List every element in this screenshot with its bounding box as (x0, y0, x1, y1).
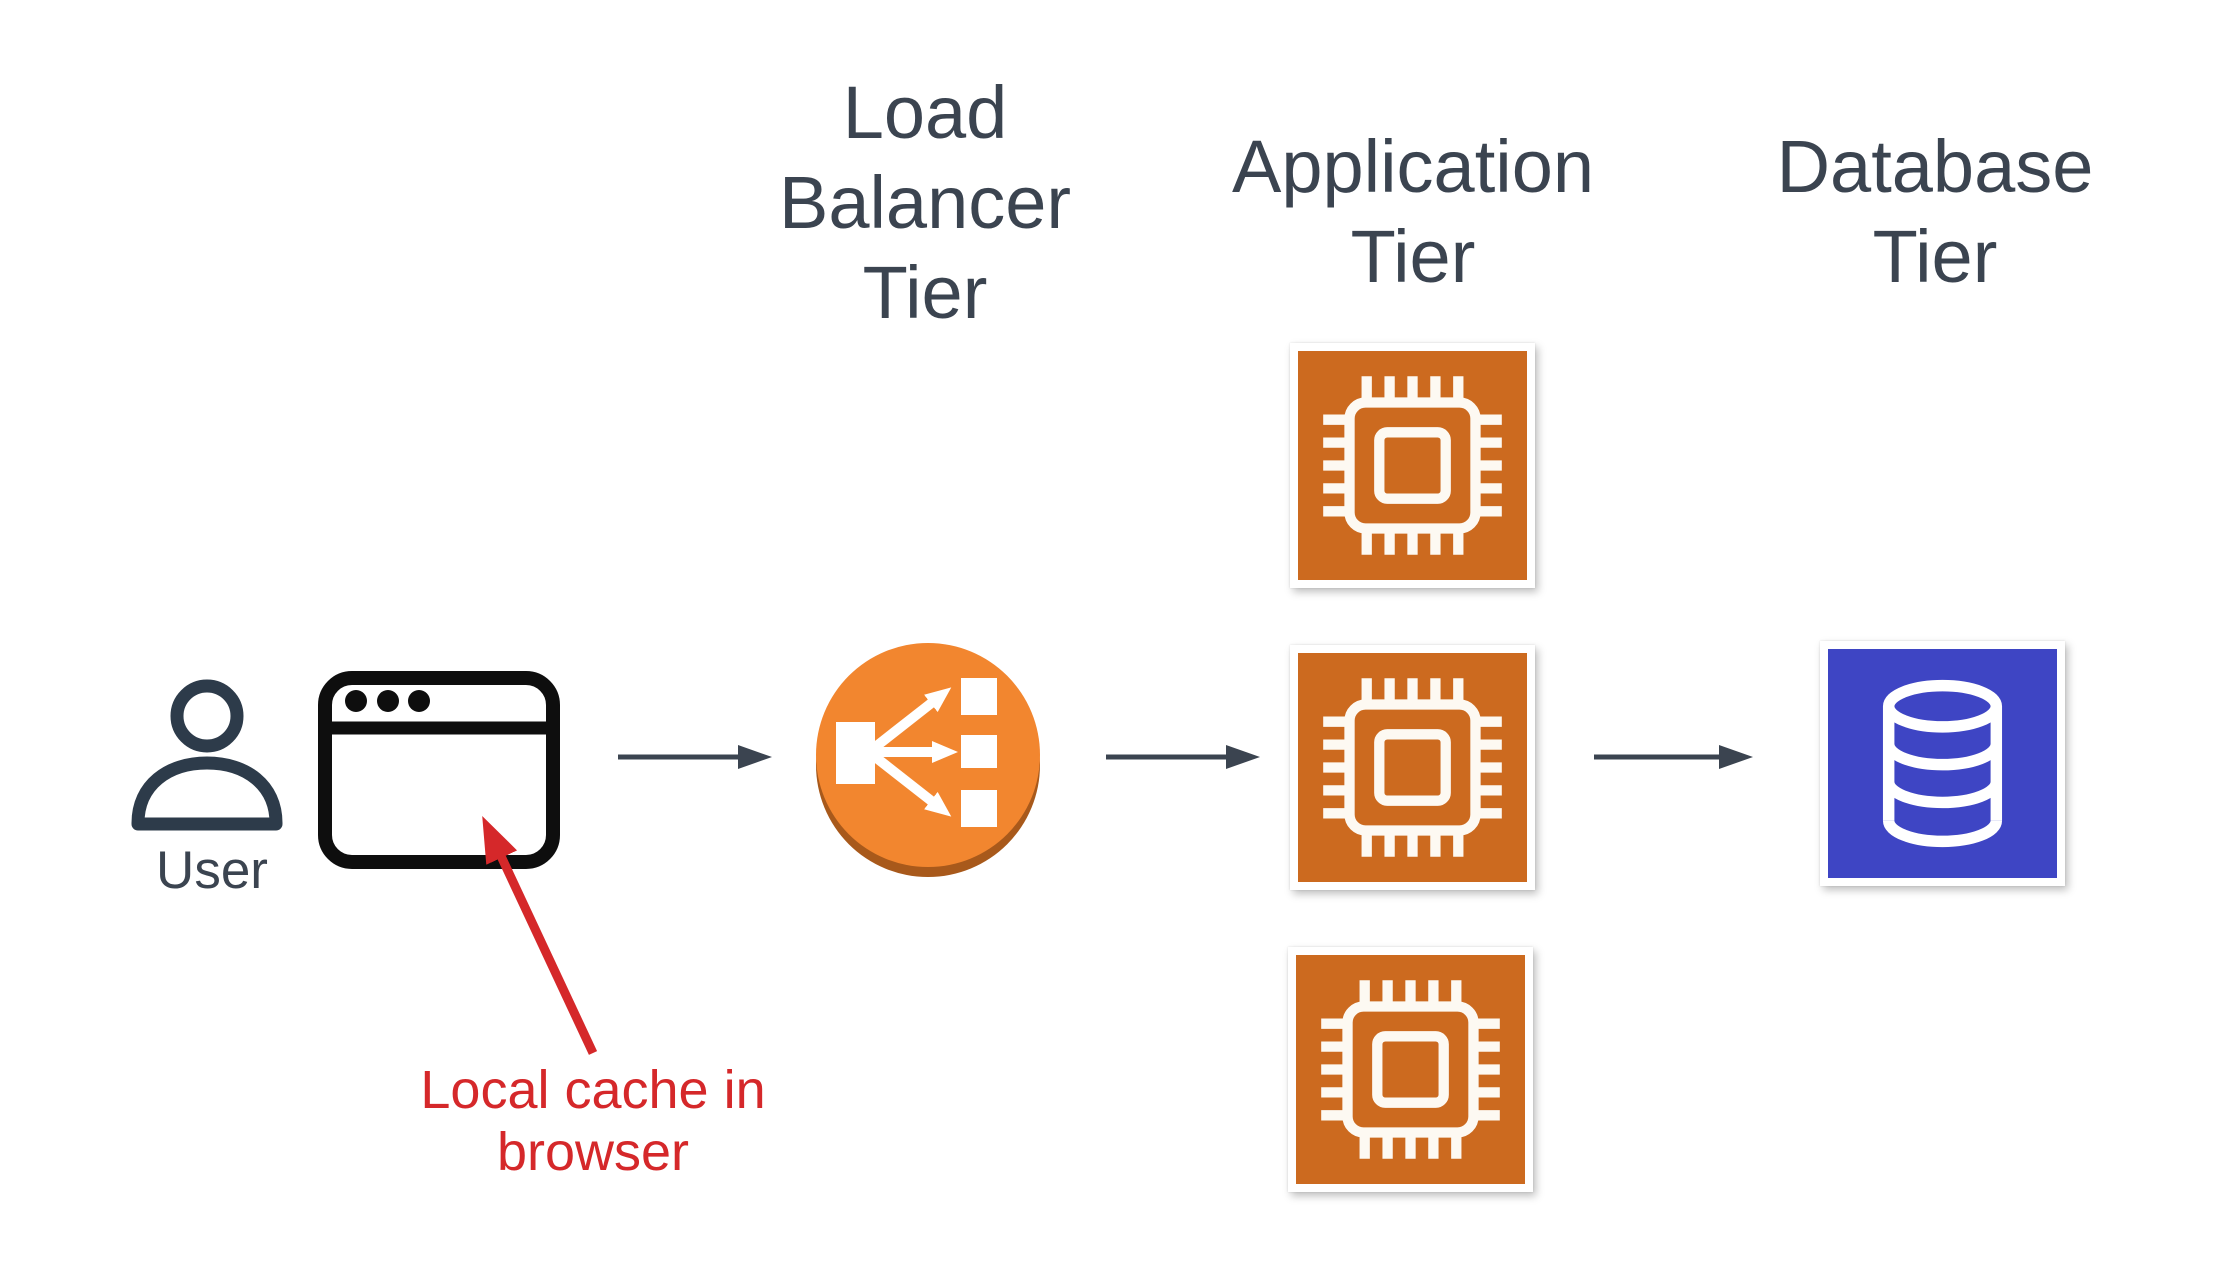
database-node (1820, 641, 2065, 886)
application-tier-label: Application Tier (1193, 122, 1633, 302)
connector-loadbalancer-to-app (1106, 745, 1260, 769)
annotation-line: Local cache in (420, 1060, 766, 1120)
annotation-label: Local cache in browser (393, 1059, 793, 1183)
database-cylinder-icon (1882, 679, 2003, 848)
tier-label-line: Database (1776, 125, 2094, 208)
connector-browser-to-loadbalancer (618, 745, 772, 769)
tier-label-line: Load (842, 71, 1008, 154)
person-icon (131, 679, 283, 831)
annotation-arrow (482, 815, 598, 1055)
app-server-node-3 (1288, 947, 1533, 1192)
tier-label-line: Tier (862, 251, 988, 334)
app-server-node-2 (1290, 645, 1535, 890)
app-server-node-1 (1290, 343, 1535, 588)
connector-app-to-database (1594, 745, 1753, 769)
cpu-chip-icon (1321, 980, 1500, 1159)
user-label: User (156, 841, 268, 900)
load-balancer-icon (816, 643, 1040, 877)
tier-label-line: Application (1231, 125, 1594, 208)
tier-label-line: Balancer (778, 161, 1072, 244)
tier-label-line: Tier (1350, 215, 1476, 298)
load-balancer-tier-label: Load Balancer Tier (705, 68, 1145, 338)
tier-label-line: Tier (1872, 215, 1998, 298)
cpu-chip-icon (1323, 678, 1502, 857)
annotation-line: browser (496, 1122, 690, 1182)
database-tier-label: Database Tier (1713, 122, 2157, 302)
cpu-chip-icon (1323, 376, 1502, 555)
